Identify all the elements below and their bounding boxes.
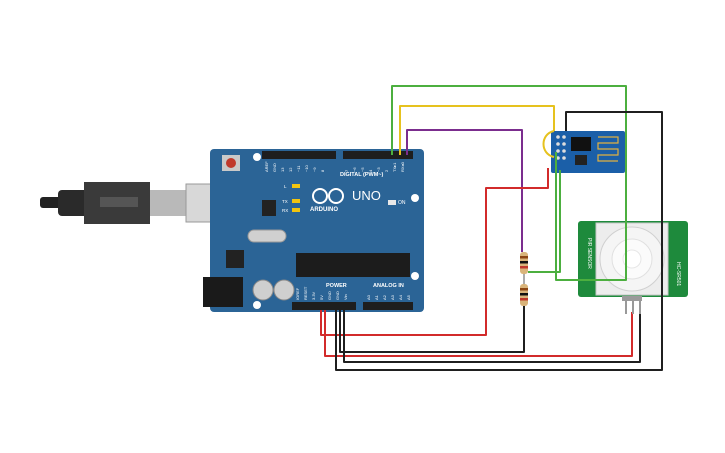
wire-green-loop <box>555 135 627 281</box>
led-label-l: L <box>284 184 287 189</box>
pin-label: RESET <box>303 286 308 300</box>
pin-label: ~11 <box>296 165 301 172</box>
led-label-rx: RX <box>282 208 288 213</box>
resistor-top <box>520 252 528 274</box>
pin-label: 12 <box>288 167 293 172</box>
pin-label: 13 <box>280 167 285 172</box>
pin-label: ~9 <box>312 167 317 172</box>
arduino-logo <box>312 188 344 204</box>
model-label: UNO <box>352 188 381 203</box>
pin-label: 2 <box>384 169 389 172</box>
digital-header-label: DIGITAL (PWM~) <box>340 172 384 178</box>
led-label-tx: TX <box>282 199 288 204</box>
digital-header-left <box>262 151 336 159</box>
pin-label: 7 <box>344 169 349 172</box>
wire-black-pir <box>343 310 641 363</box>
pin-label: RX◂0 <box>400 161 405 172</box>
pin-label: A2 <box>382 294 387 300</box>
digital-header-right <box>343 151 413 159</box>
pin-label: AREF <box>264 161 269 172</box>
brand-label: ARDUINO <box>310 207 338 213</box>
analog-header-label: ANALOG IN <box>373 283 404 289</box>
power-analog-pin-labels: IOREF RESET 3.3V 5V GND GND Vin A0 A1 A2… <box>295 286 411 300</box>
pin-label: 5V <box>319 295 324 300</box>
wire-red-esp <box>320 168 549 336</box>
esp8266-wifi-module <box>551 131 625 173</box>
power-jack <box>203 277 243 307</box>
pin-label: ~6 <box>352 167 357 172</box>
on-label: ON <box>398 200 406 206</box>
wire-green-divider <box>528 170 561 273</box>
power-header <box>292 302 356 310</box>
pin-label: GND <box>335 291 340 300</box>
digital-pin-labels: AREF GND 13 12 ~11 ~10 ~9 8 7 ~6 ~5 4 ~3… <box>264 161 405 172</box>
analog-header <box>363 302 413 310</box>
pin-label: 4 <box>368 169 373 172</box>
pin-label: TX▸1 <box>392 162 397 172</box>
pin-label: A1 <box>374 294 379 300</box>
atmega-chip <box>296 253 410 277</box>
resistor-bottom <box>520 284 528 306</box>
pin-label: 8 <box>320 169 325 172</box>
pin-label: A0 <box>366 294 371 300</box>
pir-model-label: HC-SR501 <box>675 262 681 286</box>
wire-purple <box>406 129 523 252</box>
power-header-label: POWER <box>326 283 347 289</box>
pir-name-label: PIR SENSOR <box>586 238 592 269</box>
pin-label: A5 <box>406 294 411 300</box>
arduino-uno-board: ARDUINO UNO DIGITAL (PWM~) POWER ANALOG … <box>203 149 424 312</box>
pir-pins <box>625 300 641 314</box>
pin-label: IOREF <box>295 287 300 300</box>
wire-black-esp <box>335 111 663 371</box>
wire-black-resistor <box>339 306 525 353</box>
pin-label: A4 <box>398 294 403 300</box>
wire-red-pir <box>324 310 633 357</box>
pin-label: A3 <box>390 294 395 300</box>
pin-label: Vin <box>343 294 348 300</box>
wire-green <box>391 85 627 155</box>
pin-label: GND <box>327 291 332 300</box>
pin-label: ~5 <box>360 167 365 172</box>
pin-label: GND <box>272 163 277 172</box>
pin-label: ~10 <box>304 164 309 172</box>
pin-label: ~3 <box>376 167 381 172</box>
wire-yellow <box>399 105 555 155</box>
wire-yellow-hook <box>542 130 555 158</box>
pir-motion-sensor: HC-SR501 PIR SENSOR <box>578 221 688 301</box>
pin-label: 3.3V <box>311 291 316 300</box>
